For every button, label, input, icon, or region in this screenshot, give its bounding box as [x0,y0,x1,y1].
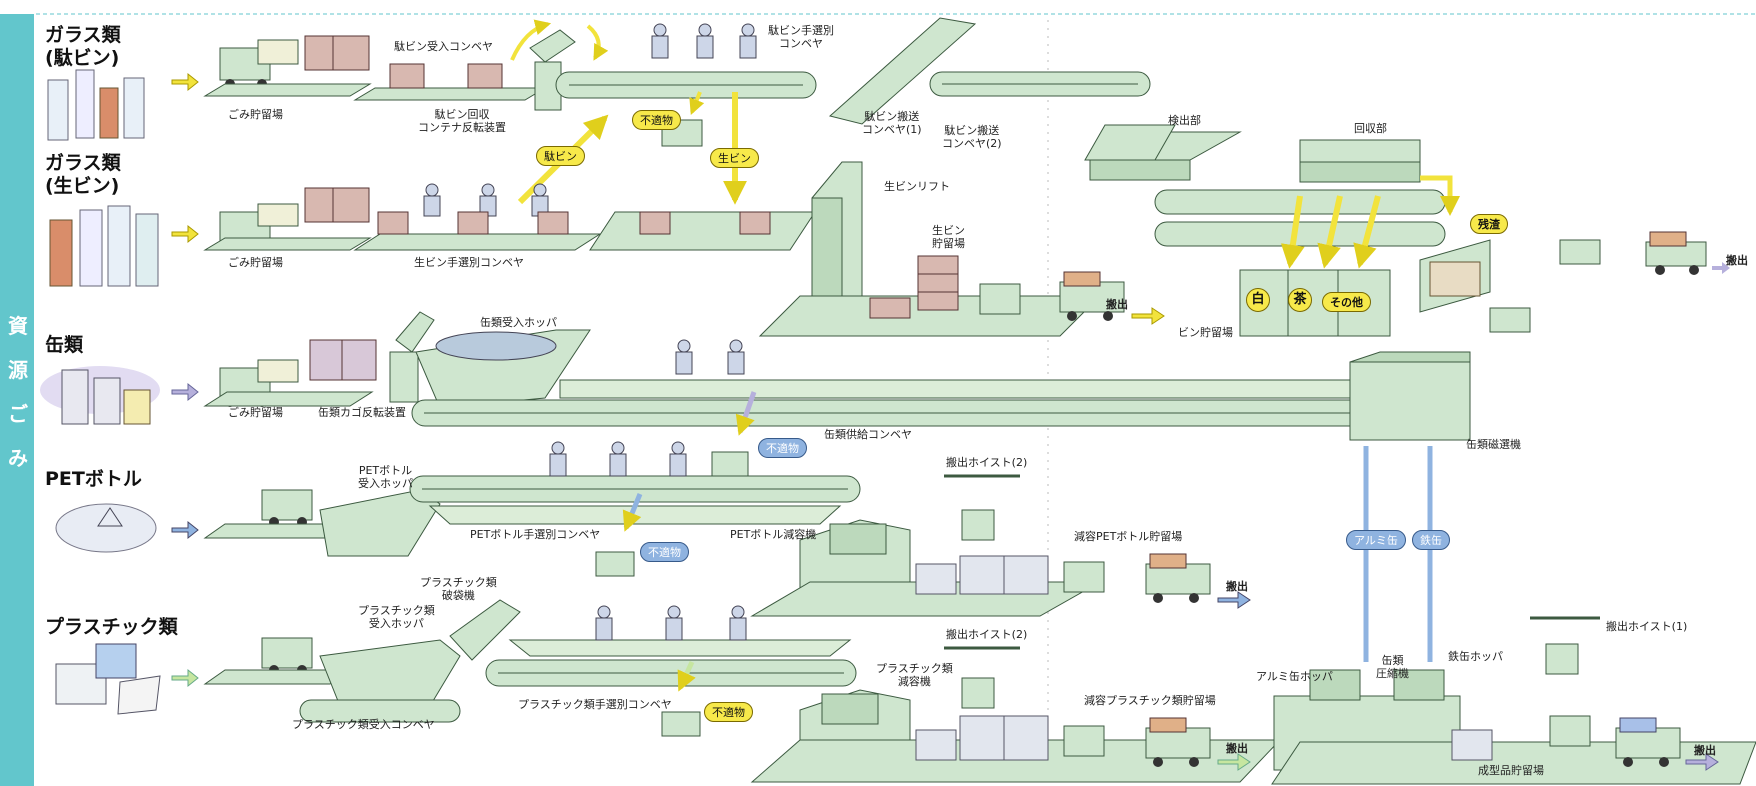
label-can-hopper: 缶類受入ホッパ [480,316,557,329]
glass-raw-icon [50,206,158,286]
label-dabin-container-reverse: 駄ビン回収 コンテナ反転装置 [418,108,506,134]
label-hoist-2a: 搬出ホイスト(2) [946,456,1027,469]
category-plastic: プラスチック類 [45,616,178,639]
plastic-bales [916,716,1048,760]
badge-steel: 鉄缶 [1412,530,1450,550]
label-pet-sort-conveyor: PETボトル手選別コンベヤ [470,528,600,541]
badge-unfit: 不適物 [704,702,753,722]
collector-unit [1300,140,1420,182]
category-glass-raw: ガラス類 (生ビン) [45,152,121,198]
hoist-2a [944,476,1020,540]
dabin-receive-conveyor [355,88,545,100]
dabin-transport-conveyor-2 [930,72,1150,96]
badge-unfit: 不適物 [640,542,689,562]
dabin-sort-conveyor [556,72,816,98]
category-pet: PETボトル [45,468,142,491]
plastic-bag-breaker [450,600,520,660]
label-plastic-hopper: プラスチック類 受入ホッパ [358,604,435,630]
can-supply-conveyor [412,380,1372,426]
dabin-transport-conveyor-1 [830,18,975,124]
residue-box [1420,240,1490,312]
plastic-icon [56,644,160,714]
plastic-hopper [320,640,460,706]
label-namabin-store: 生ビン 貯留場 [932,224,965,250]
label-out: 搬出 [1226,580,1248,593]
truck-out-1 [1646,232,1706,275]
label-dust-store: ごみ貯留場 [228,406,283,419]
badge-namabin: 生ビン [710,148,759,168]
label-out: 搬出 [1694,744,1716,757]
glass-returnable-icon [48,70,144,140]
category-cans: 缶類 [45,334,83,357]
label-out: 搬出 [1106,298,1128,311]
label-namabin-lift: 生ビンリフト [884,180,950,193]
label-plastic-bag-breaker: プラスチック類 破袋機 [420,576,497,602]
label-pet-hopper: PETボトル 受入ホッパ [358,464,413,490]
forklift [980,284,1020,314]
label-plastic-reduced-store: 減容プラスチック類貯留場 [1084,694,1216,707]
pet-bales [916,556,1048,594]
label-dust-store: ごみ貯留場 [228,256,283,269]
truck-out-2 [1060,272,1124,321]
label-bin-store: ビン貯留場 [1178,326,1233,339]
badge-unfit: 不適物 [758,438,807,458]
label-dabin-receive-conveyor: 駄ビン受入コンベヤ [394,40,493,53]
garbage-truck [262,490,312,527]
crates [305,36,369,70]
badge-residue: 残渣 [1470,214,1508,234]
label-product-store: 成型品貯留場 [1478,764,1544,777]
label-pet-reduced-store: 減容PETボトル貯留場 [1074,530,1182,543]
plastic-sort-conveyor [486,640,856,686]
label-hoist-2b: 搬出ホイスト(2) [946,628,1027,641]
label-dabin-sort-conveyor: 駄ビン手選別 コンベヤ [768,24,834,50]
label-alu-hopper: アルミ缶ホッパ [1256,670,1333,683]
label-plastic-reducer: プラスチック類 減容機 [876,662,953,688]
label-out: 搬出 [1226,742,1248,755]
label-can-compressor: 缶類 圧縮機 [1376,654,1409,680]
badge-other: その他 [1322,292,1371,312]
label-namabin-sort-conveyor: 生ビン手選別コンベヤ [414,256,524,269]
pet-icon [56,504,156,552]
namabin-sort-conveyor [355,234,600,250]
garbage-truck [220,40,298,89]
label-can-basket-reverse: 缶類カゴ反転装置 [318,406,406,419]
dust-pit [205,84,370,96]
truck-out-3 [1146,554,1210,603]
garbage-truck [262,638,312,675]
badge-brown: 茶 [1288,288,1312,312]
label-dabin-transport-2: 駄ビン搬送 コンベヤ(2) [942,124,1002,150]
label-dabin-transport-1: 駄ビン搬送 コンベヤ(1) [862,110,922,136]
badge-dabin: 駄ビン [536,146,585,166]
sorting-workers [652,24,756,58]
label-can-supply-conveyor: 缶類供給コンベヤ [824,428,912,441]
label-plastic-sort-conveyor: プラスチック類手選別コンベヤ [518,698,672,711]
hoist-2b [944,648,1020,708]
badge-alu: アルミ缶 [1346,530,1406,550]
label-can-magnetic-sorter: 缶類磁選機 [1466,438,1521,451]
category-glass-returnable: ガラス類 (駄ビン) [45,24,121,70]
label-dust-store: ごみ貯留場 [228,108,283,121]
badge-white: 白 [1246,288,1270,312]
hoist-1 [1530,618,1600,674]
badge-unfit: 不適物 [632,110,681,130]
label-pet-reducer: PETボトル減容機 [730,528,816,541]
input-arrow [172,74,198,90]
label-collector: 回収部 [1354,122,1387,135]
label-steel-hopper: 鉄缶ホッパ [1448,650,1503,663]
can-magnetic-sorter [1350,352,1470,440]
label-plastic-receive-conveyor: プラスチック類受入コンベヤ [292,718,435,731]
label-detector: 検出部 [1168,114,1201,127]
label-out: 搬出 [1726,254,1748,267]
loader-machines [1490,240,1600,332]
label-hoist-1: 搬出ホイスト(1) [1606,620,1687,633]
